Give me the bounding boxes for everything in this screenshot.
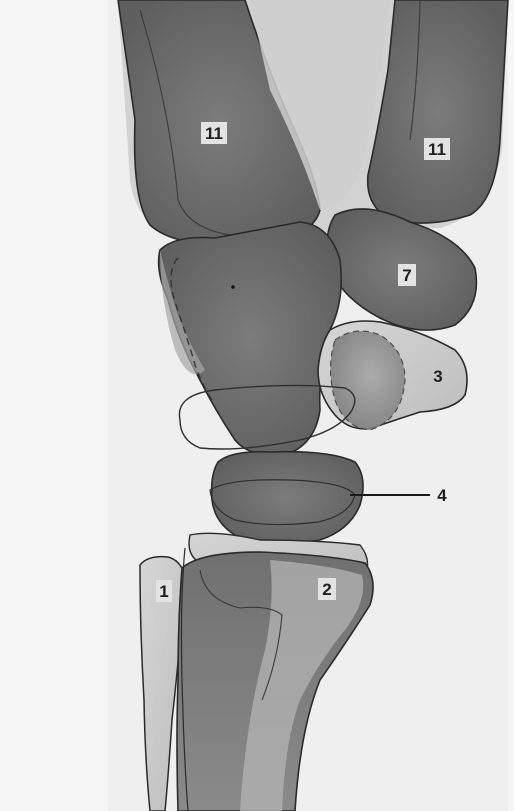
label-11-left: 11 xyxy=(201,122,227,144)
label-4: 4 xyxy=(437,486,447,505)
label-7-text: 7 xyxy=(402,266,411,285)
label-2-text: 2 xyxy=(322,580,331,599)
label-11-right-text: 11 xyxy=(428,140,446,159)
label-1-text: 1 xyxy=(159,582,168,601)
label-1: 1 xyxy=(156,580,172,602)
label-2: 2 xyxy=(318,578,336,600)
label-3: 3 xyxy=(433,367,442,386)
label-11-left-text: 11 xyxy=(205,124,223,143)
center-dot xyxy=(231,285,235,289)
metacarpal-region xyxy=(118,0,508,246)
label-7: 7 xyxy=(398,264,416,286)
label-11-right: 11 xyxy=(424,138,450,160)
carpal-bone-4 xyxy=(212,452,363,544)
